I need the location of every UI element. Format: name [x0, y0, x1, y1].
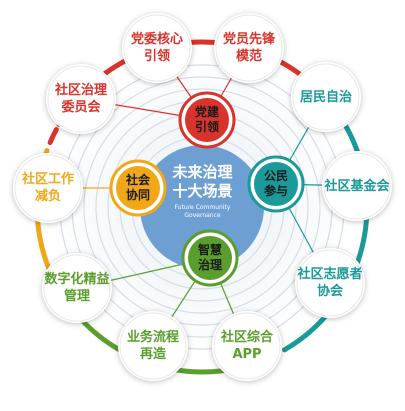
outer-node-line2: 委员会: [61, 100, 101, 115]
outer-node-burden: [14, 154, 82, 222]
inner-nodes: [109, 91, 305, 287]
inner-node-line2: 引领: [194, 120, 219, 134]
inner-node-label-party: 党建引领: [182, 102, 232, 138]
inner-node-party: [185, 98, 229, 142]
inner-node-line2: 参与: [263, 184, 288, 198]
background-ring: [83, 88, 321, 326]
outer-node-line1: 社区治理: [54, 83, 107, 98]
center-subtitle-line1: Future Community: [174, 204, 231, 211]
outer-node-fund: [323, 152, 391, 220]
center-subtitle: Future Community Governance: [150, 204, 255, 220]
outer-node-app: [213, 312, 281, 380]
inner-node-social: [116, 166, 160, 210]
outer-node-line2: 管理: [63, 289, 90, 304]
inner-node-line1: 智慧: [197, 243, 222, 257]
outer-node-label-digital: 数字化精益管理: [37, 268, 117, 308]
outer-node-model: [215, 14, 283, 82]
outer-node-label-model: 党员先锋模范: [209, 28, 289, 68]
outer-node-line1: 社区志愿者: [297, 267, 363, 282]
outer-node-digital: [43, 254, 111, 322]
outer-node-label-volunteer: 社区志愿者协会: [290, 263, 370, 303]
center-subtitle-line2: Governance: [184, 212, 221, 219]
outer-node-line1: 社区工作: [21, 172, 74, 187]
outer-node-line2: APP: [232, 347, 262, 362]
outer-node-flow: [119, 312, 187, 380]
outer-node-core: [123, 14, 191, 82]
inner-node-line2: 协同: [125, 188, 150, 202]
inner-node-label-social: 社会协同: [113, 170, 163, 206]
outer-node-label-burden: 社区工作减负: [8, 168, 88, 208]
outer-node-label-self: 居民自治: [286, 77, 366, 117]
outer-node-label-core: 党委核心引领: [117, 28, 197, 68]
outer-node-line1: 居民自治: [299, 89, 352, 105]
outer-node-label-flow: 业务流程再造: [113, 326, 193, 366]
center-title-line1: 未来治理: [172, 163, 233, 181]
ring-segment: [47, 127, 59, 146]
center-title-line2: 十大场景: [172, 182, 233, 200]
inner-node-line2: 治理: [197, 258, 222, 272]
outer-node-line2: 减负: [34, 189, 61, 204]
outer-node-line1: 数字化精益: [44, 272, 110, 287]
inner-node-label-smart: 智慧治理: [185, 240, 235, 276]
inner-node-smart: [188, 236, 232, 280]
inner-node-citizen: [254, 162, 298, 206]
outer-node-line2: 模范: [235, 49, 262, 64]
outer-node-label-committee: 社区治理委员会: [41, 79, 121, 119]
outer-node-line1: 党委核心: [130, 32, 183, 47]
outer-node-line1: 社区基金会: [324, 178, 390, 194]
inner-node-label-citizen: 公民参与: [251, 166, 301, 202]
outer-node-line2: 引领: [143, 49, 170, 64]
inner-node-line1: 党建: [194, 105, 219, 119]
outer-node-line2: 再造: [139, 347, 166, 362]
outer-node-self: [292, 63, 360, 131]
inner-node-line1: 社会: [125, 173, 150, 187]
outer-node-line1: 党员先锋: [222, 32, 275, 47]
outer-node-committee: [47, 65, 115, 133]
outer-node-line1: 社区综合: [220, 330, 273, 345]
outer-node-volunteer: [296, 249, 364, 317]
outer-node-line1: 业务流程: [126, 330, 179, 345]
inner-node-line1: 公民: [263, 169, 288, 183]
center-title: 未来治理 十大场景: [150, 163, 255, 201]
outer-node-label-app: 社区综合 APP: [207, 326, 287, 366]
outer-node-label-fund: 社区基金会: [317, 166, 397, 206]
center-circle: [140, 145, 264, 269]
center-disc: [140, 145, 264, 269]
outer-nodes: [13, 13, 392, 381]
outer-node-line2: 协会: [316, 284, 343, 299]
